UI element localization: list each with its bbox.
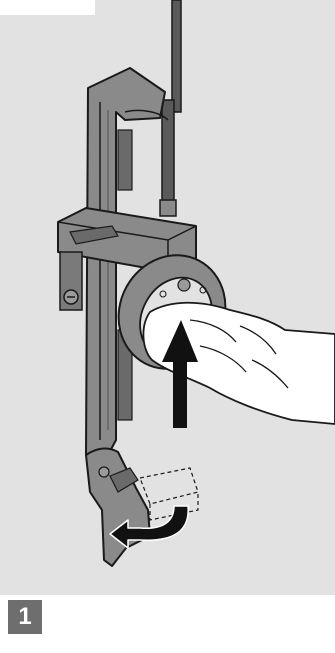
needle-rod (160, 0, 181, 216)
hand (143, 303, 335, 424)
sewing-foot-illustration (0, 0, 335, 595)
step-number-badge: 1 (8, 600, 42, 634)
